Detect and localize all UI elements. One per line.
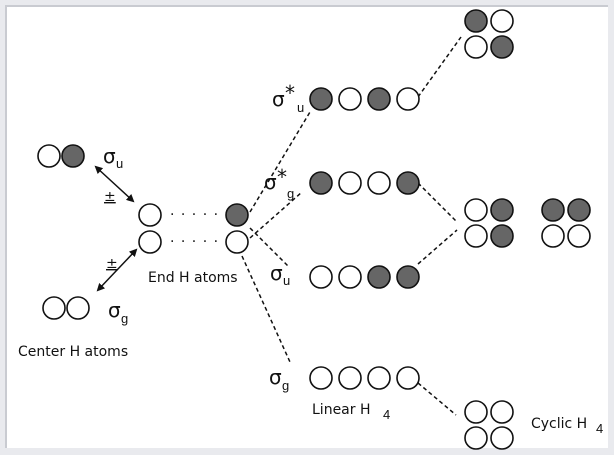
cyclic-atom-empty xyxy=(490,9,514,33)
linear-atom-filled xyxy=(396,171,420,195)
line-end-to-sigma-star-u xyxy=(249,111,311,213)
sigma-star: * xyxy=(285,81,295,105)
end-atom-left-bottom xyxy=(138,230,162,254)
center-sigma-u-label: σ u xyxy=(103,144,123,171)
cyclic-atom-filled xyxy=(541,198,565,222)
center-atom-filled xyxy=(61,144,85,168)
linear-atom-filled xyxy=(309,171,333,195)
sigma-symbol: σ xyxy=(272,87,285,111)
linear-atom-filled xyxy=(367,265,391,289)
end-atoms-caption: End H atoms xyxy=(148,270,238,286)
sigma-subscript: g xyxy=(121,311,128,326)
cyclic-atom-empty xyxy=(464,426,488,450)
line-sigma-u-to-cyclic-mid xyxy=(417,229,458,265)
cyclic-atom-empty xyxy=(464,400,488,424)
linear-atom-empty xyxy=(367,366,391,390)
linear-atom-empty xyxy=(396,87,420,111)
caption-text: Cyclic H xyxy=(531,416,587,432)
linear-atom-empty xyxy=(367,171,391,195)
sigma-subscript: u xyxy=(297,100,304,115)
cyclic-atom-empty xyxy=(541,224,565,248)
linear-atom-empty xyxy=(338,87,362,111)
linear-atom-empty xyxy=(309,366,333,390)
plus-minus-top: ± xyxy=(104,189,116,205)
cyclic-atom-filled xyxy=(464,9,488,33)
end-atom-right-top xyxy=(225,203,249,227)
sigma-symbol: σ xyxy=(269,365,282,389)
end-atom-right-bottom xyxy=(225,230,249,254)
cyclic-atom-empty xyxy=(490,426,514,450)
center-atom-empty xyxy=(66,296,90,320)
sigma-symbol: σ xyxy=(270,261,283,285)
sigma-symbol: σ xyxy=(103,144,116,168)
end-atoms-dots-top: · · · · · xyxy=(170,207,219,223)
end-atoms-dots-bottom: · · · · · xyxy=(170,234,219,250)
plus-minus-bottom: ± xyxy=(106,256,118,272)
linear-atom-filled xyxy=(396,265,420,289)
linear-atom-empty xyxy=(338,171,362,195)
linear-atom-empty xyxy=(338,366,362,390)
line-end-to-sigma-u xyxy=(249,227,289,267)
linear-sigma-g-label: σ g xyxy=(269,365,289,393)
sigma-subscript: u xyxy=(116,156,123,171)
cyclic-h4-caption: Cyclic H 4 xyxy=(531,416,603,436)
sigma-subscript: g xyxy=(282,378,289,393)
cyclic-atom-empty xyxy=(464,35,488,59)
center-atoms-caption: Center H atoms xyxy=(18,344,128,360)
cyclic-atom-empty xyxy=(490,400,514,424)
linear-sigma-u-label: σ u xyxy=(270,261,290,288)
sigma-star: * xyxy=(277,165,287,189)
linear-atom-filled xyxy=(309,87,333,111)
cyclic-atom-empty xyxy=(464,198,488,222)
cyclic-atom-empty xyxy=(567,224,591,248)
linear-atom-empty xyxy=(396,366,420,390)
center-atom-empty xyxy=(42,296,66,320)
end-atom-left-top xyxy=(138,203,162,227)
atoms-layer xyxy=(37,9,591,450)
center-sigma-g-label: σ g xyxy=(108,298,128,326)
line-sigma-star-g-to-cyclic-mid xyxy=(417,182,458,223)
caption-subscript: 4 xyxy=(596,421,603,436)
cyclic-atom-filled xyxy=(490,35,514,59)
line-sigma-g-to-cyclic-bottom xyxy=(417,382,457,416)
arrow-sigma-u-to-end xyxy=(94,165,135,203)
linear-atom-empty xyxy=(338,265,362,289)
caption-text: Linear H xyxy=(312,402,371,418)
linear-h4-caption: Linear H 4 xyxy=(312,402,390,422)
center-atom-empty xyxy=(37,144,61,168)
sigma-symbol: σ xyxy=(264,170,277,194)
arrow-sigma-g-to-end xyxy=(96,248,138,292)
cyclic-atom-empty xyxy=(464,224,488,248)
cyclic-atom-filled xyxy=(567,198,591,222)
sigma-subscript: u xyxy=(283,273,290,288)
line-end-to-sigma-g xyxy=(241,255,291,363)
linear-sigma-star-u-label: σ * u xyxy=(272,81,304,115)
line-sigma-star-u-to-cyclic-top xyxy=(417,36,462,98)
sigma-symbol: σ xyxy=(108,298,121,322)
line-end-to-sigma-star-g xyxy=(249,191,303,239)
cyclic-atom-filled xyxy=(490,198,514,222)
linear-atom-filled xyxy=(367,87,391,111)
correlation-lines xyxy=(241,36,462,416)
sigma-subscript: g xyxy=(287,186,294,201)
cyclic-atom-filled xyxy=(490,224,514,248)
caption-subscript: 4 xyxy=(383,407,390,422)
linear-sigma-star-g-label: σ * g xyxy=(264,165,294,201)
linear-atom-empty xyxy=(309,265,333,289)
